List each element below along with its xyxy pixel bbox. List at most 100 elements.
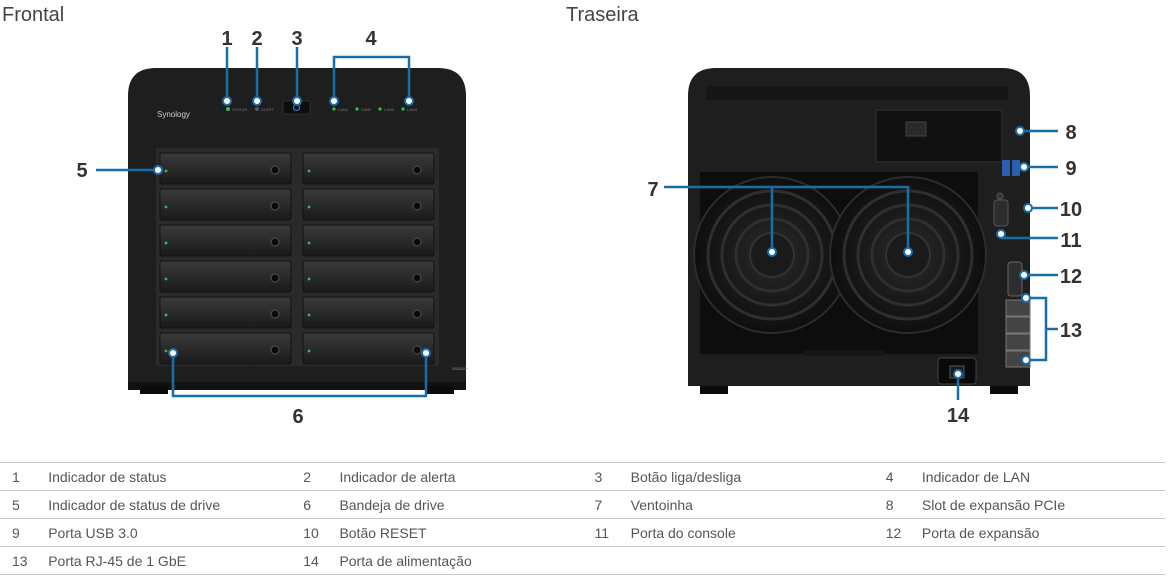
drive-tray-left-3[interactable] (159, 224, 292, 257)
lan4-led-label: LAN4 (407, 107, 418, 112)
callout-4: 4 (365, 28, 377, 50)
legend-num: 10 (291, 518, 340, 547)
drive-status-led (307, 241, 311, 245)
drive-status-led (307, 349, 311, 353)
callout-6: 6 (292, 406, 303, 428)
callout-13: 13 (1060, 320, 1082, 342)
rear-foot-right (990, 386, 1018, 394)
tray-lock-icon (412, 201, 422, 211)
callout-8: 8 (1065, 122, 1076, 144)
legend-label (630, 546, 874, 575)
legend-num: 11 (582, 518, 631, 547)
drive-status-led (164, 241, 168, 245)
legend-label: Botão liga/desliga (630, 462, 874, 491)
status-led (226, 107, 230, 111)
tray-lock-icon (270, 345, 280, 355)
tray-lock-icon (270, 201, 280, 211)
reset-button[interactable] (996, 192, 1004, 200)
tray-lock-icon (270, 237, 280, 247)
drive-tray-left-6[interactable] (159, 332, 292, 365)
legend-label: Porta RJ-45 de 1 GbE (48, 546, 292, 575)
rear-view-heading: Traseira (566, 4, 639, 26)
legend-label: Indicador de status de drive (48, 490, 292, 519)
drive-status-led (164, 349, 168, 353)
lan1-led (332, 107, 336, 111)
lan3-led-label: LAN3 (384, 107, 395, 112)
callout-12: 12 (1060, 266, 1082, 288)
status-led-group: STATUS (226, 107, 248, 112)
callout-9: 9 (1065, 158, 1076, 180)
lan4-led (401, 107, 405, 111)
legend-num: 13 (0, 546, 49, 575)
drive-status-led (307, 205, 311, 209)
lan2-led (355, 107, 359, 111)
legend-label: Porta do console (630, 518, 874, 547)
legend-label: Slot de expansão PCIe (921, 490, 1165, 519)
drive-tray-left-5[interactable] (159, 296, 292, 329)
legend-num: 4 (873, 462, 922, 491)
legend-num: 1 (0, 462, 49, 491)
drive-tray-right-6[interactable] (302, 332, 435, 365)
lan2-led-label: LAN2 (361, 107, 372, 112)
nas-diagram: Synology DS2419+ STATUS ALERT LAN1 LAN2 … (76, 28, 1082, 428)
expansion-port[interactable] (1007, 261, 1023, 297)
drive-tray-left-2[interactable] (159, 188, 292, 221)
front-foot-right (426, 386, 454, 394)
tray-lock-icon (412, 165, 422, 175)
callout-7: 7 (647, 179, 658, 201)
drive-tray-right-2[interactable] (302, 188, 435, 221)
drive-tray-right-5[interactable] (302, 296, 435, 329)
rear-foot-left (700, 386, 728, 394)
drive-tray-right-4[interactable] (302, 260, 435, 293)
legend-label: Indicador de LAN (921, 462, 1165, 491)
legend-num: 9 (0, 518, 49, 547)
front-callouts (96, 47, 431, 398)
drive-status-led (164, 313, 168, 317)
legend-row: 9 Porta USB 3.0 10 Botão RESET 11 Porta … (0, 518, 1165, 547)
legend-label: Indicador de alerta (339, 462, 583, 491)
alert-led (255, 107, 259, 111)
legend-num: 5 (0, 490, 49, 519)
legend-label: Bandeja de drive (339, 490, 583, 519)
lan1-led-label: LAN1 (338, 107, 349, 112)
drive-tray-right-3[interactable] (302, 224, 435, 257)
drive-status-led (307, 313, 311, 317)
legend-label: Porta de alimentação (339, 546, 583, 575)
legend-label: Indicador de status (48, 462, 292, 491)
tray-lock-icon (412, 237, 422, 247)
legend-table: 1 Indicador de status 2 Indicador de ale… (0, 462, 1165, 575)
drive-tray-right-1[interactable] (302, 152, 435, 185)
legend-row: 13 Porta RJ-45 de 1 GbE 14 Porta de alim… (0, 546, 1165, 575)
alert-led-label: ALERT (261, 107, 274, 112)
legend-num: 2 (291, 462, 340, 491)
pcie-slot (875, 109, 1003, 163)
callout-1: 1 (221, 28, 232, 50)
rear-callouts (664, 126, 1058, 400)
legend-label (921, 546, 1165, 575)
tray-lock-icon (412, 273, 422, 283)
callout-3: 3 (291, 28, 302, 50)
legend-row: 5 Indicador de status de drive 6 Bandeja… (0, 490, 1165, 519)
legend-label: Ventoinha (630, 490, 874, 519)
rear-unit (688, 68, 1031, 394)
legend-label: Porta USB 3.0 (48, 518, 292, 547)
usb3-ports[interactable] (1002, 160, 1020, 176)
callout-5: 5 (76, 160, 87, 182)
rj45-ports[interactable] (1005, 299, 1031, 368)
alert-led-group: ALERT (255, 107, 274, 112)
drive-tray-left-1[interactable] (159, 152, 292, 185)
legend-num (873, 546, 922, 575)
lan-led-group: LAN1 LAN2 LAN3 LAN4 (332, 107, 418, 112)
legend-num: 6 (291, 490, 340, 519)
console-port[interactable] (993, 199, 1009, 227)
callout-2: 2 (251, 28, 262, 50)
lan3-led (378, 107, 382, 111)
drive-status-led (307, 169, 311, 173)
front-view-heading: Frontal (2, 4, 65, 26)
front-unit: Synology DS2419+ STATUS ALERT LAN1 LAN2 … (128, 68, 469, 394)
drive-tray-left-4[interactable] (159, 260, 292, 293)
tray-lock-icon (270, 273, 280, 283)
brand-logo: Synology (157, 110, 190, 119)
legend-num: 3 (582, 462, 631, 491)
drive-status-led (164, 205, 168, 209)
